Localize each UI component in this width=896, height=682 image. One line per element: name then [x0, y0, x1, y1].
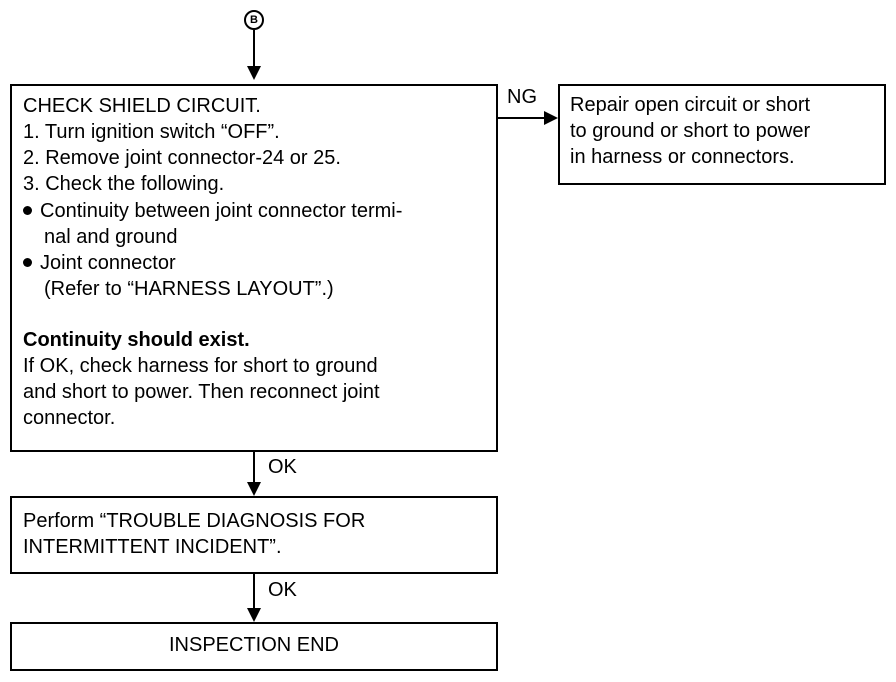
bullet-icon	[23, 206, 32, 216]
check-step-1: 1. Turn ignition switch “OFF”.	[23, 121, 280, 143]
check-bullet-1: Continuity between joint connector termi…	[21, 198, 402, 224]
perform-diagnosis-box	[10, 496, 498, 574]
check-title: CHECK SHIELD CIRCUIT.	[23, 95, 261, 117]
check-bullet-1-text: Continuity between joint connector termi…	[40, 200, 403, 222]
check-note-1: If OK, check harness for short to ground	[23, 355, 378, 377]
arrow-down-icon	[247, 482, 261, 496]
check-note-3: connector.	[23, 407, 116, 429]
arrow-down-icon	[247, 608, 261, 622]
ok-arrow-shaft-1	[253, 452, 255, 484]
perform-line-2: INTERMITTENT INCIDENT”.	[23, 536, 282, 558]
check-note-2: and short to power. Then reconnect joint	[23, 381, 380, 403]
arrow-shaft-top	[253, 30, 255, 68]
ok-arrow-shaft-2	[253, 574, 255, 610]
repair-line-3: in harness or connectors.	[570, 146, 795, 168]
check-shield-circuit-box	[10, 84, 498, 452]
check-bullet-2-text: Joint connector	[40, 252, 176, 274]
perform-line-1: Perform “TROUBLE DIAGNOSIS FOR	[23, 510, 366, 532]
bullet-icon	[23, 258, 32, 268]
connector-b-symbol: B	[244, 10, 264, 30]
arrow-down-icon	[247, 66, 261, 80]
check-step-3: 3. Check the following.	[23, 173, 225, 195]
ok-label-2: OK	[268, 579, 297, 601]
repair-box	[558, 84, 886, 185]
ng-arrow-shaft	[498, 117, 546, 119]
ng-label: NG	[507, 86, 537, 108]
inspection-end-label: INSPECTION END	[168, 634, 340, 656]
check-bullet-2-cont: (Refer to “HARNESS LAYOUT”.)	[44, 278, 334, 300]
check-bullet-2: Joint connector	[21, 250, 176, 276]
repair-line-1: Repair open circuit or short	[570, 94, 811, 116]
check-bullet-1-cont: nal and ground	[44, 226, 178, 248]
connector-b-label: B	[250, 14, 258, 26]
inspection-end-box: INSPECTION END	[10, 622, 498, 671]
arrow-right-icon	[544, 111, 558, 125]
ok-label-1: OK	[268, 456, 297, 478]
repair-line-2: to ground or short to power	[570, 120, 811, 142]
check-step-2: 2. Remove joint connector-24 or 25.	[23, 147, 341, 169]
check-result: Continuity should exist.	[23, 329, 250, 351]
